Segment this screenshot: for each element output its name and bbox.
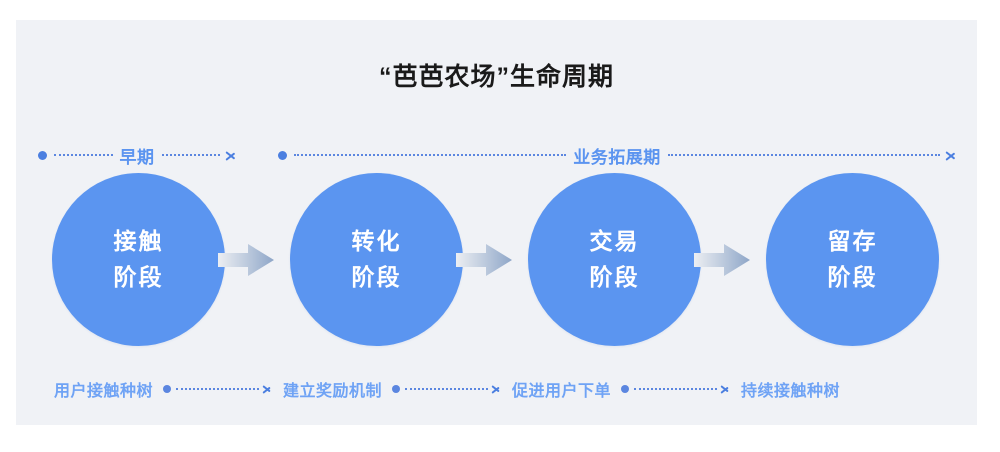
- dotted-line: [161, 154, 220, 156]
- dotted-line: [667, 154, 940, 156]
- stage-circle-conversion[interactable]: 转化 阶段: [290, 173, 463, 346]
- action-label-retention: 持续接触种树: [741, 383, 841, 400]
- dotted-line: [405, 388, 489, 390]
- stage-label-line1: 留存: [827, 227, 878, 254]
- dot-marker: [278, 150, 287, 160]
- stage-circle-transaction[interactable]: 交易 阶段: [528, 173, 701, 346]
- stage-label-line2: 阶段: [589, 263, 640, 290]
- action-label-order: 促进用户下单: [512, 383, 612, 400]
- phase-expansion: 业务拓展期: [278, 138, 958, 172]
- chevron-right-icon: [720, 383, 731, 395]
- stage-label-line1: 接触: [113, 227, 164, 254]
- dotted-line: [54, 154, 113, 156]
- stage-label-line2: 阶段: [827, 263, 878, 290]
- phase-early: 早期: [38, 138, 238, 172]
- stage-row: 接触 阶段 转化 阶段: [16, 173, 977, 353]
- dot-marker: [163, 385, 172, 393]
- stage-label-line2: 阶段: [351, 263, 402, 290]
- dot-marker: [392, 385, 401, 393]
- dot-marker: [38, 150, 47, 160]
- chevron-right-icon: [491, 383, 502, 395]
- chevron-right-icon: [945, 148, 958, 162]
- chevron-right-icon: [225, 148, 238, 162]
- block-arrow-right-icon: [456, 243, 512, 277]
- stage-circle-retention[interactable]: 留存 阶段: [766, 173, 939, 346]
- phase-label-early: 早期: [119, 147, 155, 167]
- action-label-contact: 用户接触种树: [54, 383, 154, 400]
- stage-label-line1: 转化: [351, 227, 402, 254]
- dotted-line: [294, 154, 567, 156]
- dotted-line: [634, 388, 718, 390]
- dotted-arrow-connector: [621, 381, 731, 397]
- stage-circle-contact[interactable]: 接触 阶段: [52, 173, 225, 346]
- dotted-arrow-connector: [163, 381, 273, 397]
- dotted-arrow-connector: [392, 381, 502, 397]
- dotted-line: [176, 388, 260, 390]
- action-row: 用户接触种树 建立奖励机制 促进用户下单 持续接触种树: [16, 372, 977, 406]
- block-arrow-right-icon: [218, 243, 274, 277]
- page-title: “芭芭农场”生命周期: [378, 63, 614, 91]
- chevron-right-icon: [262, 383, 273, 395]
- phase-band: 早期 业务拓展期: [16, 138, 977, 172]
- stage-label-line2: 阶段: [113, 263, 164, 290]
- dot-marker: [621, 385, 630, 393]
- action-label-reward: 建立奖励机制: [283, 383, 383, 400]
- diagram-card: “芭芭农场”生命周期 早期 业务拓展期 接触 阶段: [16, 20, 977, 425]
- block-arrow-right-icon: [694, 243, 750, 277]
- phase-label-expansion: 业务拓展期: [573, 147, 661, 167]
- stage-label-line1: 交易: [589, 227, 640, 254]
